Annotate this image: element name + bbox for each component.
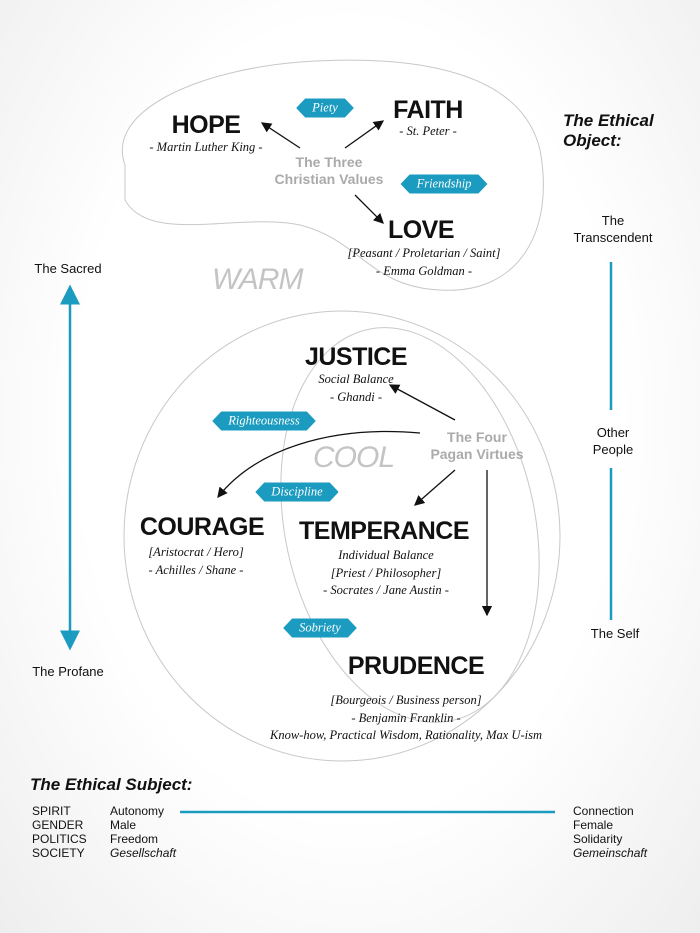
prudence-title: PRUDENCE xyxy=(347,652,485,680)
arrow-to-hope xyxy=(260,122,301,149)
label-the-self: The Self xyxy=(590,626,640,641)
temperance-line: - Socrates / Jane Austin - xyxy=(323,583,449,597)
label-line: The xyxy=(601,213,625,228)
row-left: Gesellschaft xyxy=(110,846,177,860)
arrow-to-faith xyxy=(344,120,385,149)
row-right: Solidarity xyxy=(573,832,623,846)
courage-line: [Aristocrat / Hero] xyxy=(148,545,244,559)
row-left: Freedom xyxy=(110,832,159,846)
temperance-line: Individual Balance xyxy=(338,548,434,562)
justice-line: - Ghandi - xyxy=(329,389,383,404)
prudence-line: - Benjamin Franklin - xyxy=(351,710,461,725)
heading-line: The Ethical xyxy=(563,111,654,130)
courage-title: COURAGE xyxy=(139,513,265,541)
temperance-title: TEMPERANCE xyxy=(298,517,470,545)
temperance-line: [Priest / Philosopher] xyxy=(330,565,442,580)
arrow-to-justice xyxy=(388,384,456,421)
row-left: Male xyxy=(110,818,137,832)
temperance-details: Individual Balance [Priest / Philosopher]… xyxy=(323,547,449,600)
courage-line: - Achilles / Shane - xyxy=(148,562,244,577)
row-label: POLITICS xyxy=(32,832,87,846)
tag-righteousness: Righteousness xyxy=(212,412,316,431)
tag-discipline: Discipline xyxy=(255,483,338,502)
tag-sobriety: Sobriety xyxy=(283,619,357,638)
label-line: Transcendent xyxy=(573,230,653,245)
hope-exemplar: - Martin Luther King - xyxy=(149,140,263,154)
justice-title: JUSTICE xyxy=(304,343,408,371)
pagan-inner-oval xyxy=(280,327,540,723)
row-right: Female xyxy=(573,818,614,832)
heading-line: Object: xyxy=(563,131,622,150)
pagan-center-line: The Four xyxy=(447,429,507,445)
justice-details: Social Balance - Ghandi - xyxy=(318,371,393,406)
prudence-line: Know-how, Practical Wisdom, Rationality,… xyxy=(270,728,542,742)
subject-labels: SPIRIT GENDER POLITICS SOCIETY xyxy=(32,804,87,860)
row-left: Autonomy xyxy=(110,804,165,818)
christian-center-line: The Three xyxy=(295,154,363,170)
row-label: SPIRIT xyxy=(32,804,71,818)
tag-friendship: Friendship xyxy=(401,175,488,194)
label-line: Other xyxy=(596,425,630,440)
row-right: Connection xyxy=(573,804,634,818)
prudence-details: [Bourgeois / Business person] - Benjamin … xyxy=(270,692,542,745)
love-title: LOVE xyxy=(387,216,455,244)
pagan-center-line: Pagan Virtues xyxy=(430,445,524,462)
hope-title: HOPE xyxy=(171,111,241,139)
faith-exemplar: - St. Peter - xyxy=(399,124,457,138)
row-label: GENDER xyxy=(32,818,84,832)
faith-title: FAITH xyxy=(393,96,463,124)
label-sacred: The Sacred xyxy=(34,261,102,276)
justice-line: Social Balance xyxy=(318,372,394,386)
zone-warm: WARM xyxy=(212,263,303,296)
subject-left-values: Autonomy Male Freedom Gesellschaft xyxy=(110,804,176,860)
subject-right-values: Connection Female Solidarity Gemeinschaf… xyxy=(573,804,647,860)
christian-center-line: Christian Values xyxy=(274,170,384,187)
row-label: SOCIETY xyxy=(32,846,85,860)
label-profane: The Profane xyxy=(32,664,104,679)
label-line: People xyxy=(592,442,634,457)
courage-details: [Aristocrat / Hero] - Achilles / Shane - xyxy=(148,544,243,579)
ethical-subject-heading: The Ethical Subject: xyxy=(30,775,193,794)
prudence-line: [Bourgeois / Business person] xyxy=(330,693,482,707)
arrow-to-temperance xyxy=(414,469,456,506)
love-line: [Peasant / Proletarian / Saint] xyxy=(347,246,501,260)
arrow-to-courage xyxy=(217,430,421,499)
arrow-to-love xyxy=(354,194,384,224)
tag-piety: Piety xyxy=(296,99,354,118)
row-right: Gemeinschaft xyxy=(573,846,648,860)
love-details: [Peasant / Proletarian / Saint] - Emma Go… xyxy=(347,245,500,280)
zone-cool: COOL xyxy=(313,441,395,474)
love-line: - Emma Goldman - xyxy=(375,263,473,278)
warm-blob xyxy=(122,59,544,291)
